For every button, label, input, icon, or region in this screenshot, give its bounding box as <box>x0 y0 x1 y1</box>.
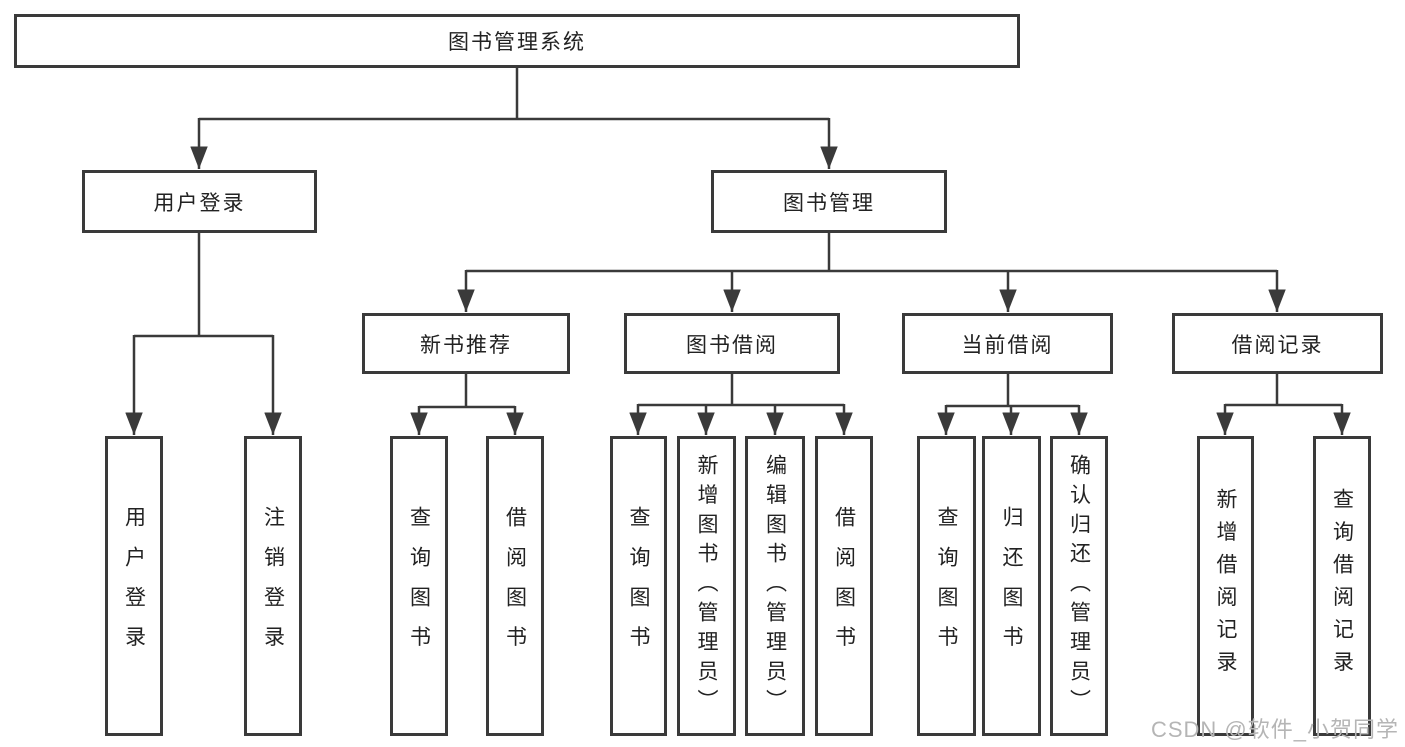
node-label: 新增借阅记录 <box>1214 488 1237 684</box>
node-current-borrowing: 当前借阅 <box>902 313 1113 374</box>
leaf-add-borrow-record: 新增借阅记录 <box>1197 436 1254 736</box>
leaf-return-books: 归还图书 <box>982 436 1041 736</box>
leaf-query-books: 查询图书 <box>917 436 976 736</box>
node-label: 借阅记录 <box>1231 333 1324 357</box>
node-new-book-recommend: 新书推荐 <box>362 313 570 374</box>
node-label: 图书借阅 <box>686 333 778 357</box>
leaf-query-borrow-record: 查询借阅记录 <box>1313 436 1371 736</box>
node-label: 新书推荐 <box>420 333 512 357</box>
leaf-query-books: 查询图书 <box>390 436 448 736</box>
connectors-user-login-children <box>125 233 282 435</box>
node-label: 借阅图书 <box>832 506 856 666</box>
connectors-root-to-level2 <box>190 68 838 169</box>
csdn-watermark: CSDN @软件_小贺同学 <box>1150 717 1399 742</box>
node-label: 借阅图书 <box>503 506 527 666</box>
node-label: 图书管理系统 <box>448 31 586 54</box>
node-label: 当前借阅 <box>961 333 1054 357</box>
node-user-login: 用户登录 <box>82 170 317 233</box>
connectors-book-mgmt-children <box>457 233 1286 312</box>
connectors-new-books-children <box>410 374 524 435</box>
node-label: 用户登录 <box>122 506 146 666</box>
node-borrowing-records: 借阅记录 <box>1172 313 1383 374</box>
node-label: 编辑图书（管理员） <box>763 453 787 719</box>
node-label: 查询图书 <box>407 506 431 666</box>
leaf-query-books: 查询图书 <box>610 436 667 736</box>
connectors-book-borrow-children <box>629 374 853 435</box>
node-label: 查询借阅记录 <box>1330 488 1354 684</box>
leaf-edit-books-admin: 编辑图书（管理员） <box>745 436 805 736</box>
node-book-borrowing: 图书借阅 <box>624 313 840 374</box>
node-label: 注销登录 <box>261 506 285 666</box>
node-label: 确认归还（管理员） <box>1067 453 1091 719</box>
node-label: 查询图书 <box>935 506 958 666</box>
leaf-borrow-books: 借阅图书 <box>815 436 873 736</box>
connectors-current-borrow-children <box>937 374 1088 435</box>
node-label: 图书管理 <box>783 191 875 215</box>
leaf-user-login: 用户登录 <box>105 436 163 736</box>
node-label: 新增图书（管理员） <box>695 453 718 719</box>
leaf-add-books-admin: 新增图书（管理员） <box>677 436 736 736</box>
leaf-confirm-return-admin: 确认归还（管理员） <box>1050 436 1108 736</box>
connectors-borrow-records-children <box>1216 374 1351 435</box>
node-label: 归还图书 <box>1000 506 1023 666</box>
node-label: 用户登录 <box>153 191 246 215</box>
leaf-logout: 注销登录 <box>244 436 302 736</box>
node-library-management-system: 图书管理系统 <box>14 14 1020 68</box>
node-label: 查询图书 <box>627 506 650 666</box>
leaf-borrow-books: 借阅图书 <box>486 436 544 736</box>
node-book-management: 图书管理 <box>711 170 947 233</box>
